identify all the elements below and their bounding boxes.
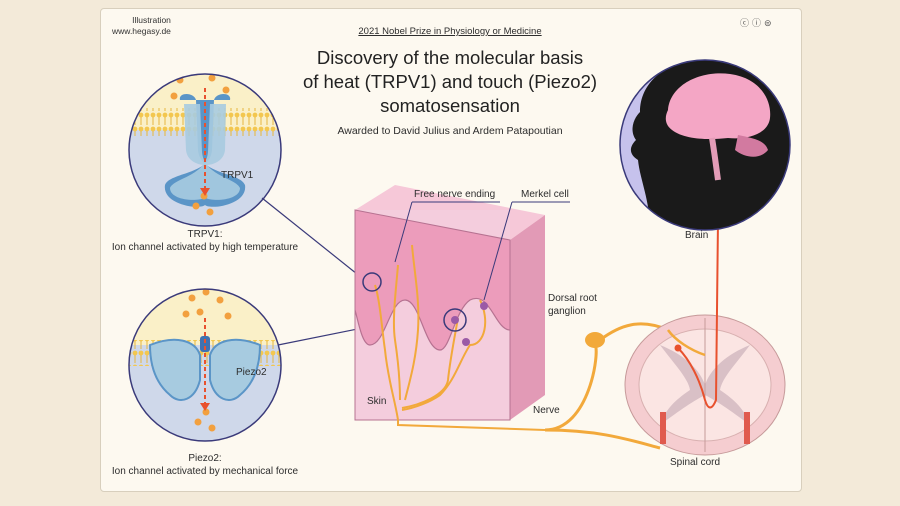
nd-icon: ⊜	[764, 18, 775, 28]
merkel-cell-marker	[443, 308, 467, 332]
spinal-cord	[624, 212, 786, 456]
title-line-3: somatosensation	[380, 95, 520, 116]
cc-icon: ⓒ	[740, 18, 753, 28]
trpv1-channel-shape	[164, 94, 246, 207]
award-text: Awarded to David Julius and Ardem Patapo…	[337, 125, 563, 137]
piezo2-channel-shape	[148, 336, 262, 401]
head-brain-circle	[619, 59, 791, 231]
merkel-cell-label: Merkel cell	[521, 189, 569, 200]
piezo2-caption-title: Piezo2:	[188, 453, 222, 464]
nobel-supertitle: 2021 Nobel Prize in Physiology or Medici…	[358, 26, 542, 37]
dorsal-root-ganglion	[585, 332, 605, 348]
nerve-label: Nerve	[533, 405, 560, 416]
dorsal-root-ganglion-label: Dorsal root ganglion	[548, 292, 628, 318]
trpv1-caption: TRPV1: Ion channel activated by high tem…	[100, 228, 310, 254]
brain-label: Brain	[685, 230, 709, 241]
trpv1-connector-line	[261, 197, 363, 279]
merkel-cells	[451, 302, 488, 346]
credit-url[interactable]: www.hegasy.de	[112, 26, 171, 36]
free-nerve-ending-label: Free nerve ending	[414, 189, 496, 200]
credit-line-1: Illustration	[132, 15, 171, 25]
trpv1-channel-label: TRPV1	[221, 170, 254, 181]
page-title: Discovery of the molecular basis of heat…	[260, 46, 640, 118]
title-line-2: of heat (TRPV1) and touch (Piezo2)	[302, 71, 598, 92]
piezo2-zoom-circle	[128, 288, 282, 442]
piezo2-caption-desc: Ion channel activated by mechanical forc…	[111, 466, 299, 477]
trpv1-caption-desc: Ion channel activated by high temperatur…	[111, 242, 299, 253]
skin-nerve-fibers	[374, 244, 546, 431]
skin-block	[354, 185, 545, 421]
trpv1-caption-title: TRPV1:	[187, 229, 223, 240]
drg-label-2: ganglion	[548, 306, 586, 317]
drg-label-1: Dorsal root	[548, 293, 597, 304]
illustration-credit: Illustration www.hegasy.de	[112, 15, 171, 37]
piezo2-channel-label: Piezo2	[236, 367, 267, 378]
title-line-1: Discovery of the molecular basis	[316, 47, 584, 68]
piezo2-caption: Piezo2: Ion channel activated by mechani…	[100, 452, 310, 478]
skin-label: Skin	[367, 396, 387, 407]
free-nerve-ending-marker	[362, 272, 382, 292]
brain-icon	[665, 73, 771, 140]
cc-license-icons: ⓒⓘ⊜	[740, 16, 775, 29]
spinal-cord-label: Spinal cord	[670, 457, 721, 468]
by-icon: ⓘ	[752, 18, 765, 28]
